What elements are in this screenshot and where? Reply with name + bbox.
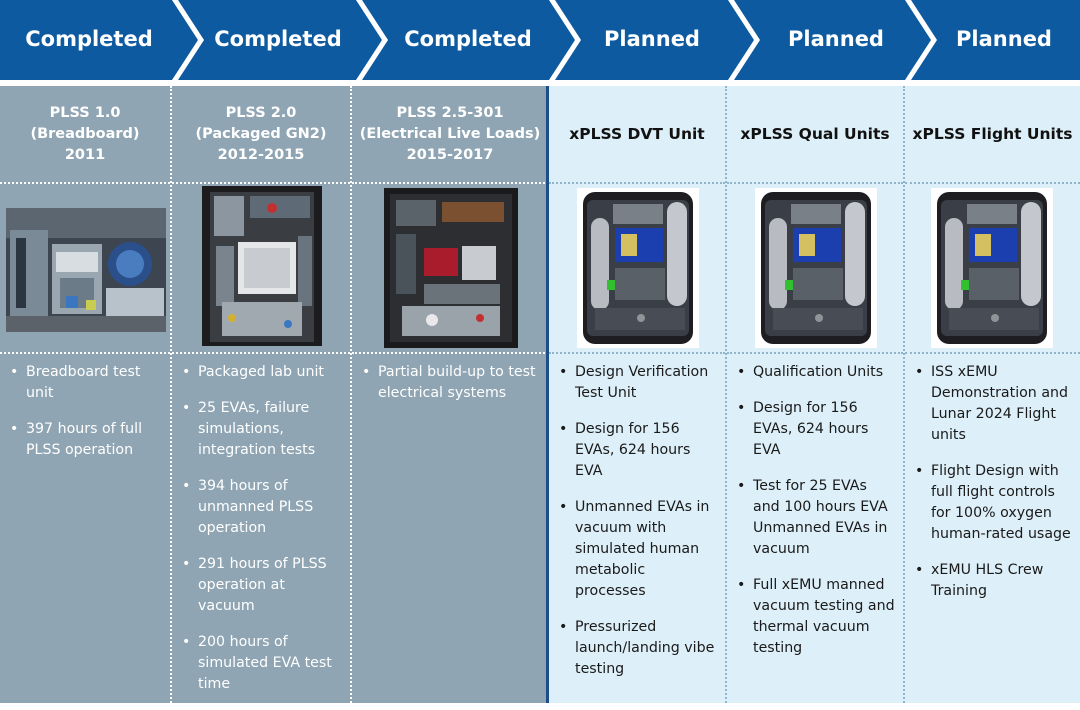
phase-title: xPLSS Qual Units [740, 125, 890, 143]
phase-bullets: Partial build-up to test electrical syst… [352, 362, 548, 419]
phase-column-dvt: xPLSS DVT Unit Design Verification Test … [549, 86, 727, 703]
bullet-item: Design for 156 EVAs, 624 hours EVA [735, 398, 895, 461]
row-divider [727, 182, 903, 184]
phase-arrow-6 [911, 0, 1080, 80]
bullet-item: 397 hours of full PLSS operation [8, 419, 162, 461]
bullet-item: Qualification Units [735, 362, 895, 383]
bullet-item: 200 hours of simulated EVA test time [180, 632, 342, 695]
row-divider [0, 352, 170, 354]
xplss-dvt-render [577, 188, 699, 348]
phase-status-5: Planned [788, 27, 884, 51]
phase-column-flight: xPLSS Flight Units ISS xEMU Demonstratio… [905, 86, 1080, 703]
completed-planned-divider [546, 86, 549, 703]
phase-title: PLSS 2.0 (Packaged GN2) 2012-2015 [195, 104, 327, 163]
bullet-item: Design for 156 EVAs, 624 hours EVA [557, 419, 717, 482]
phase-column-plss-1: PLSS 1.0 (Breadboard) 2011 [0, 86, 172, 703]
row-divider [0, 182, 170, 184]
bullet-item: Full xEMU manned vacuum testing and ther… [735, 575, 895, 659]
row-divider [352, 182, 548, 184]
phase-bullets: Packaged lab unit 25 EVAs, failure simul… [172, 362, 350, 710]
xplss-flight-render [931, 188, 1053, 348]
plss-1-photo [6, 208, 166, 332]
phase-status-2: Completed [214, 27, 342, 51]
phase-arrow-2 [178, 0, 382, 80]
phase-column-qual: xPLSS Qual Units Qualification Units [727, 86, 905, 703]
xplss-qual-render [755, 188, 877, 348]
row-divider [727, 352, 903, 354]
row-divider [905, 182, 1080, 184]
phase-column-plss-2: PLSS 2.0 (Packaged GN2) 2012-2015 [172, 86, 352, 703]
phase-title: xPLSS Flight Units [912, 125, 1073, 143]
phase-bullets: Qualification Units Design for 156 EVAs,… [727, 362, 903, 674]
bullet-item: Test for 25 EVAs and 100 hours EVA Unman… [735, 476, 895, 560]
bullet-item: xEMU HLS Crew Training [913, 560, 1072, 602]
phase-arrow-1 [0, 0, 198, 80]
phase-title: xPLSS DVT Unit [569, 125, 705, 143]
bullet-item: 25 EVAs, failure simulations, integratio… [180, 398, 342, 461]
row-divider [172, 182, 350, 184]
phase-status-3: Completed [404, 27, 532, 51]
bullet-item: ISS xEMU Demonstration and Lunar 2024 Fl… [913, 362, 1072, 446]
plss-2-5-photo [384, 188, 518, 348]
phase-bullets: Design Verification Test Unit Design for… [549, 362, 725, 695]
phase-status-6: Planned [956, 27, 1052, 51]
bullet-item: Flight Design with full flight controls … [913, 461, 1072, 545]
phase-title: PLSS 2.5-301 (Electrical Live Loads) 201… [359, 104, 541, 163]
bullet-item: Partial build-up to test electrical syst… [360, 362, 540, 404]
plss-2-photo [202, 186, 322, 346]
phase-title: PLSS 1.0 (Breadboard) 2011 [30, 104, 140, 163]
bullet-item: Breadboard test unit [8, 362, 162, 404]
row-divider [352, 352, 548, 354]
phase-arrow-4 [555, 0, 754, 80]
phase-arrow-5 [734, 0, 931, 80]
bullet-item: Pressurized launch/landing vibe testing [557, 617, 717, 680]
phase-column-plss-2-5: PLSS 2.5-301 (Electrical Live Loads) 201… [352, 86, 548, 703]
row-divider [905, 352, 1080, 354]
bullet-item: 291 hours of PLSS operation at vacuum [180, 554, 342, 617]
row-divider [172, 352, 350, 354]
bullet-item: Design Verification Test Unit [557, 362, 717, 404]
row-divider [549, 352, 725, 354]
bullet-item: Packaged lab unit [180, 362, 342, 383]
phase-bullets: Breadboard test unit 397 hours of full P… [0, 362, 170, 476]
bullet-item: 394 hours of unmanned PLSS operation [180, 476, 342, 539]
row-divider [549, 182, 725, 184]
phase-arrow-3 [362, 0, 575, 80]
bullet-item: Unmanned EVAs in vacuum with simulated h… [557, 497, 717, 602]
phase-bullets: ISS xEMU Demonstration and Lunar 2024 Fl… [905, 362, 1080, 617]
phase-status-1: Completed [25, 27, 153, 51]
phase-status-4: Planned [604, 27, 700, 51]
phase-arrow-bar [0, 0, 1080, 80]
